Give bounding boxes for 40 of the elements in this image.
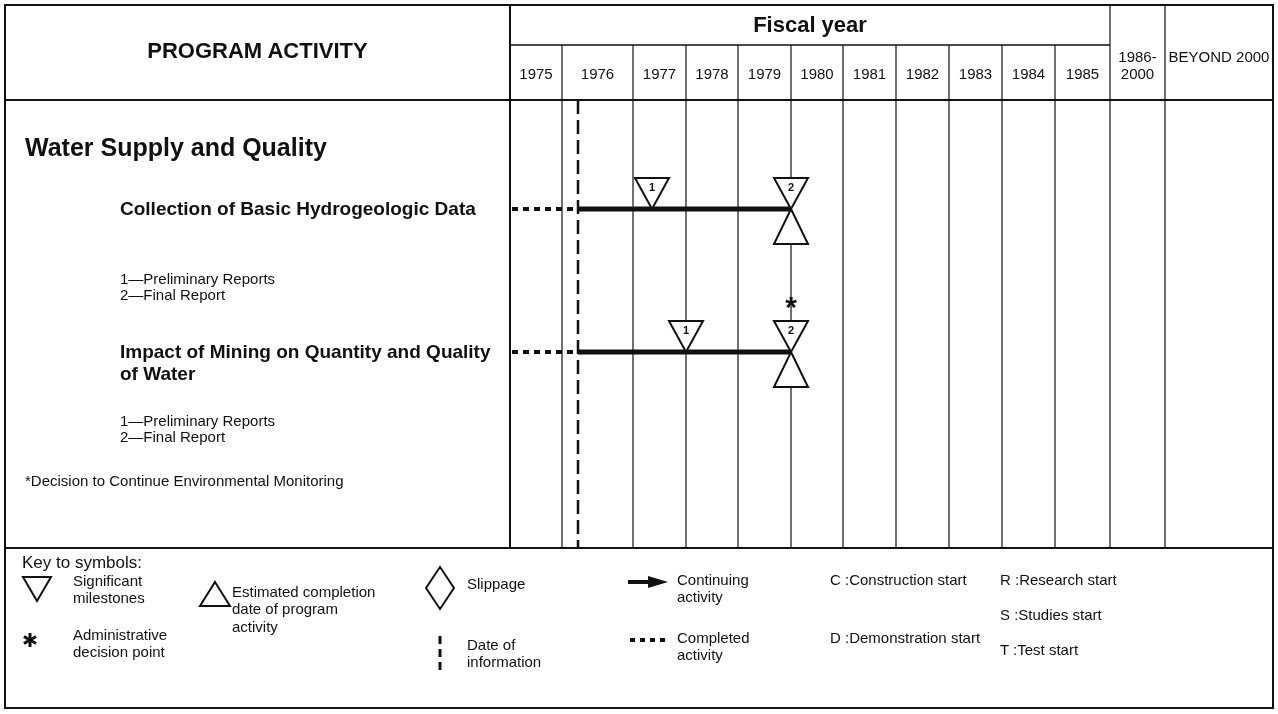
year-header: 1981 [851, 65, 888, 83]
legend-text: Completed activity [677, 629, 751, 664]
year-header: 1975 [518, 65, 554, 83]
legend-text: Date of information [467, 636, 543, 671]
legend-text: S :Studies start [1000, 606, 1103, 624]
milestone-number: 1 [647, 182, 657, 193]
legend-text: D :Demonstration start [830, 629, 982, 647]
milestone-number: 2 [786, 182, 796, 193]
milestone-note: 2—Final Report [120, 428, 226, 446]
year-header: 1980 [799, 65, 835, 83]
legend-text: Estimated completion date of program activity [232, 583, 377, 635]
column-header: PROGRAM ACTIVITY [146, 38, 369, 64]
milestone-number: 1 [681, 325, 691, 336]
year-header: 1976 [579, 65, 616, 83]
year-header: 1982 [904, 65, 941, 83]
legend-text: Significant milestones [73, 572, 146, 607]
legend-text: R :Research start [1000, 571, 1118, 589]
year-header: 1986- 2000 [1117, 48, 1158, 83]
legend-text: C :Construction start [830, 571, 968, 589]
legend-text: Slippage [467, 575, 527, 593]
year-header: 1983 [957, 65, 994, 83]
year-header: BEYOND 2000 [1167, 48, 1271, 66]
year-header: 1977 [641, 65, 678, 83]
activity-name: Impact of Mining on Quantity and Quality of Water [120, 341, 492, 385]
section-heading: Water Supply and Quality [25, 133, 328, 162]
year-header: 1984 [1010, 65, 1047, 83]
legend-text: Continuing activity [677, 571, 750, 606]
year-header: 1985 [1064, 65, 1101, 83]
milestone-note: 2—Final Report [120, 286, 226, 304]
footnote: *Decision to Continue Environmental Monitoring [25, 472, 345, 490]
legend-text: Administrative decision point [73, 626, 169, 661]
legend-heading: Key to symbols: [22, 553, 143, 573]
year-header: 1978 [694, 65, 730, 83]
year-header: 1979 [746, 65, 783, 83]
column-header: Fiscal year [752, 12, 868, 38]
milestone-note: 1—Preliminary Reports [120, 412, 277, 430]
milestone-number: 2 [786, 325, 796, 336]
milestone-note: 1—Preliminary Reports [120, 270, 277, 288]
activity-name: Collection of Basic Hydrogeologic Data [120, 198, 477, 220]
legend-text: T :Test start [1000, 641, 1080, 659]
